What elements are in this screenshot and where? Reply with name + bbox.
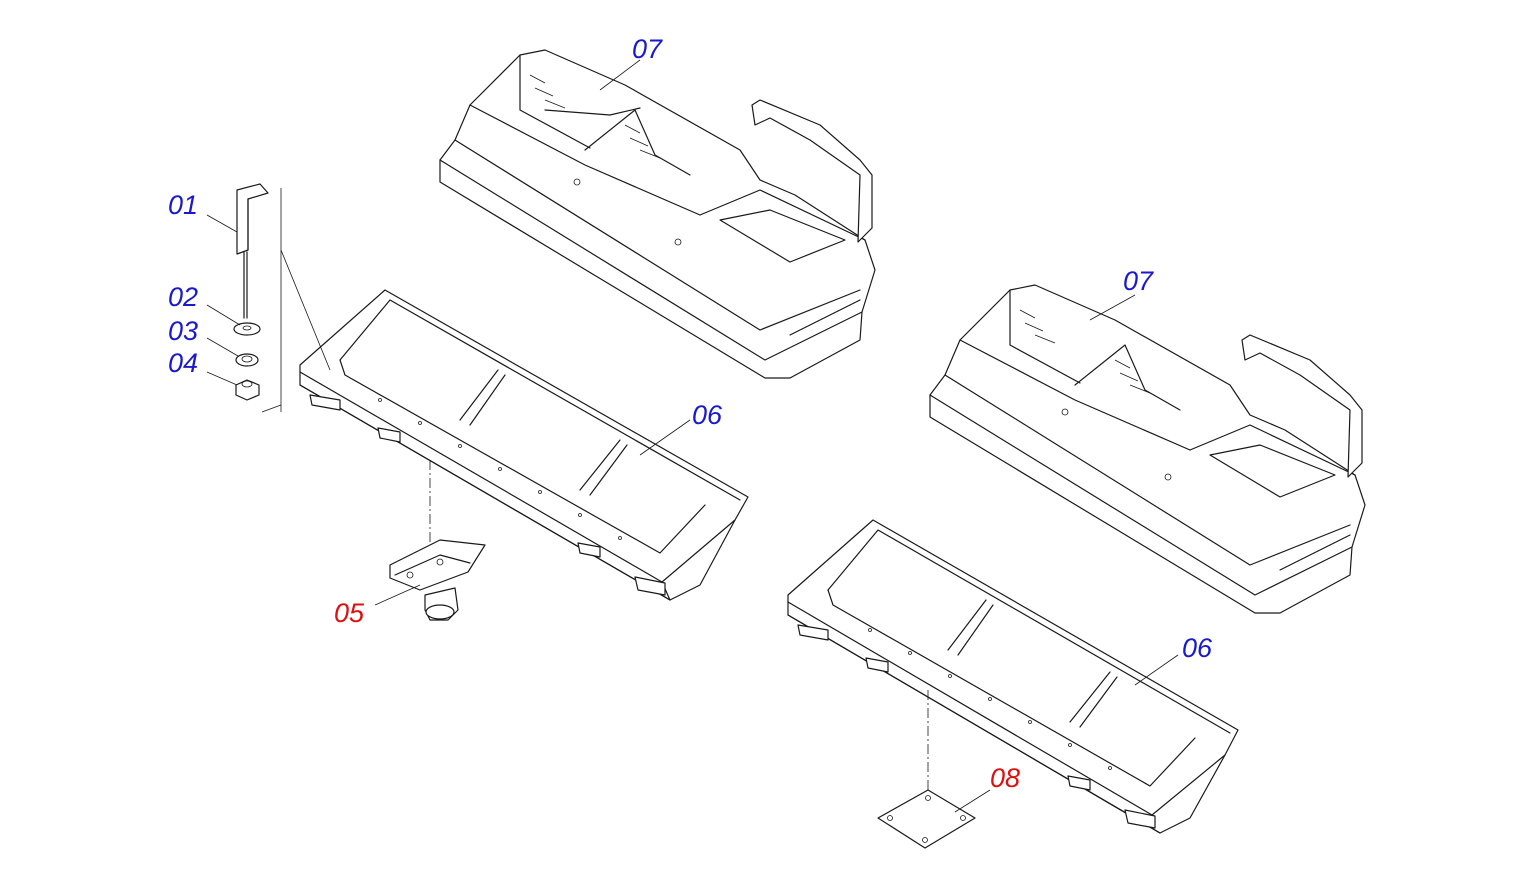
callout-03: 03	[168, 316, 199, 346]
callout-08: 08	[990, 763, 1021, 793]
callout-07-upper: 07	[632, 34, 663, 64]
tray-right	[787, 519, 1239, 834]
callout-06-left: 06	[692, 400, 723, 430]
callout-05: 05	[334, 598, 365, 628]
tray-left	[299, 289, 749, 601]
callout-06-right: 06	[1182, 633, 1213, 663]
container-upper	[439, 49, 876, 379]
container-lower	[929, 284, 1366, 614]
callout-02: 02	[168, 282, 199, 312]
motor-unit	[389, 539, 486, 621]
callout-01: 01	[168, 190, 199, 220]
callout-04: 04	[168, 348, 199, 378]
leader-lines	[206, 59, 1179, 813]
callout-07-lower: 07	[1123, 266, 1154, 296]
mounting-plate	[877, 789, 976, 849]
fastener-assembly	[233, 183, 282, 413]
